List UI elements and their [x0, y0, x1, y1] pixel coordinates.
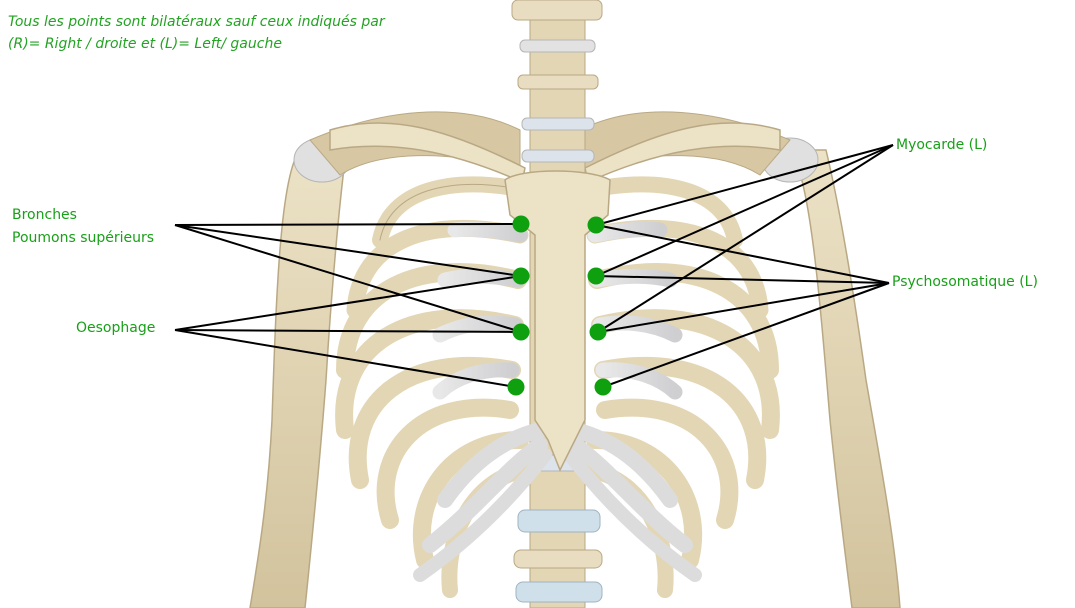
acupoint-r4	[595, 379, 612, 396]
legend-note-line-1: Tous les points sont bilatéraux sauf ceu…	[8, 12, 385, 32]
acupoint-r1	[588, 217, 605, 234]
leader-line	[598, 145, 893, 332]
acupoint-l1	[513, 216, 530, 233]
label-myocarde: Myocarde (L)	[896, 135, 987, 155]
oesophage-leaders	[175, 276, 521, 387]
leader-line	[596, 145, 893, 225]
leader-line	[175, 225, 521, 276]
leader-line	[175, 224, 521, 225]
acupoint-l4	[508, 379, 525, 396]
leader-line	[596, 225, 889, 283]
label-bronches: Bronches	[12, 205, 77, 225]
leader-line	[596, 145, 893, 276]
acupoint-l3	[513, 324, 530, 341]
leader-line	[598, 283, 889, 332]
acupoint-l2	[513, 268, 530, 285]
acupoint-r2	[588, 268, 605, 285]
label-psychosomatique: Psychosomatique (L)	[892, 272, 1038, 292]
label-poumons-superieurs: Poumons supérieurs	[12, 228, 154, 248]
leader-line	[175, 330, 521, 332]
leader-line	[596, 276, 889, 283]
bronches-leaders	[175, 224, 521, 332]
label-oesophage: Oesophage	[76, 318, 155, 338]
leader-line	[175, 276, 521, 330]
leader-line	[175, 330, 516, 387]
leader-line	[175, 225, 521, 332]
leader-line	[603, 283, 889, 387]
acupoint-r3	[590, 324, 607, 341]
legend-note-line-2: (R)= Right / droite et (L)= Left/ gauche	[8, 34, 282, 54]
myocarde-leaders	[596, 145, 893, 332]
